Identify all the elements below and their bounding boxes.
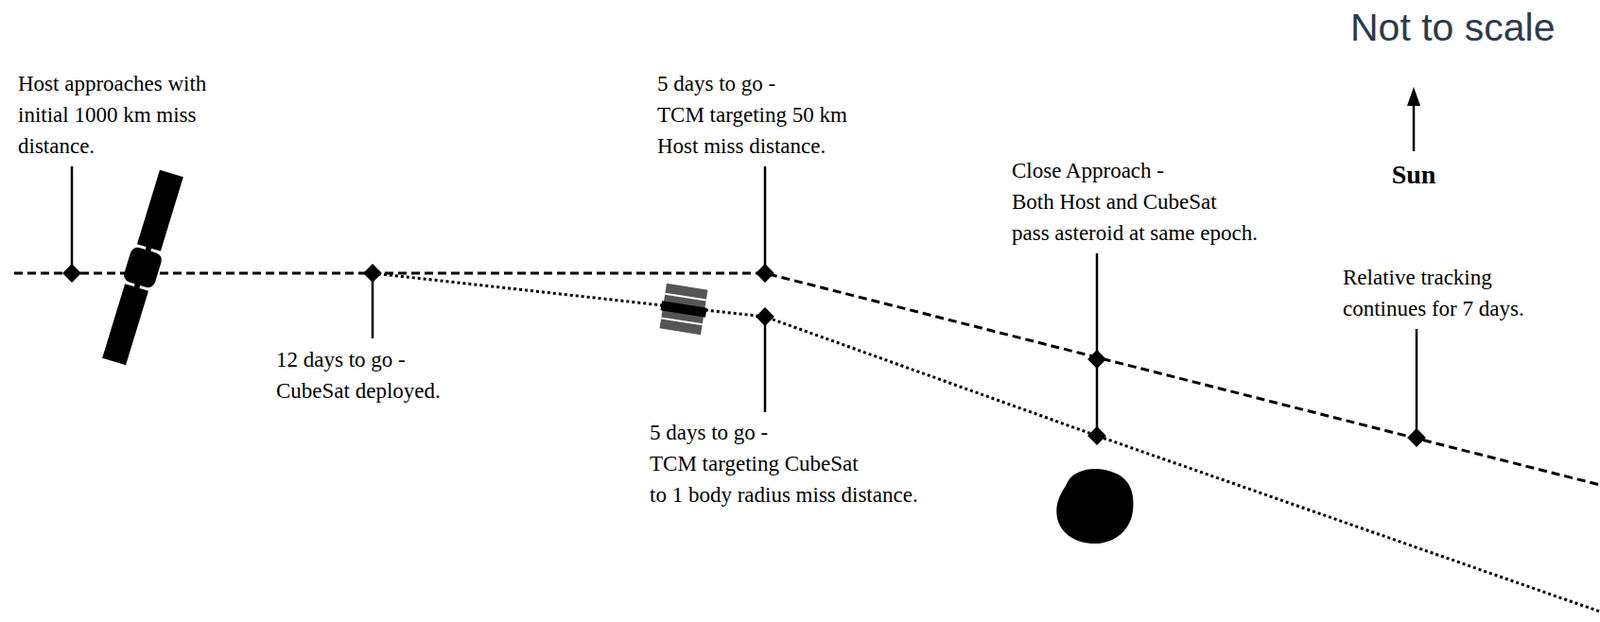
event-note: 5 days to go - TCM targeting 50 km Host … — [657, 68, 848, 162]
host-spacecraft — [98, 169, 187, 367]
event-note: Close Approach - Both Host and CubeSat p… — [1011, 155, 1258, 249]
cubesat — [658, 283, 711, 336]
scale-note: Not to scale — [1350, 5, 1556, 50]
event-note: Relative tracking continues for 7 days. — [1342, 261, 1525, 325]
direction-label: Sun — [1391, 158, 1437, 192]
cubesat-trajectory — [372, 273, 1600, 612]
event-markers — [62, 263, 1427, 448]
asteroid — [1056, 469, 1133, 544]
event-note: Host approaches with initial 1000 km mis… — [17, 68, 207, 162]
event-note: 12 days to go - CubeSat deployed. — [276, 344, 441, 407]
sun-arrow — [1407, 86, 1421, 152]
event-note: 5 days to go - TCM targeting CubeSat to … — [649, 417, 919, 511]
